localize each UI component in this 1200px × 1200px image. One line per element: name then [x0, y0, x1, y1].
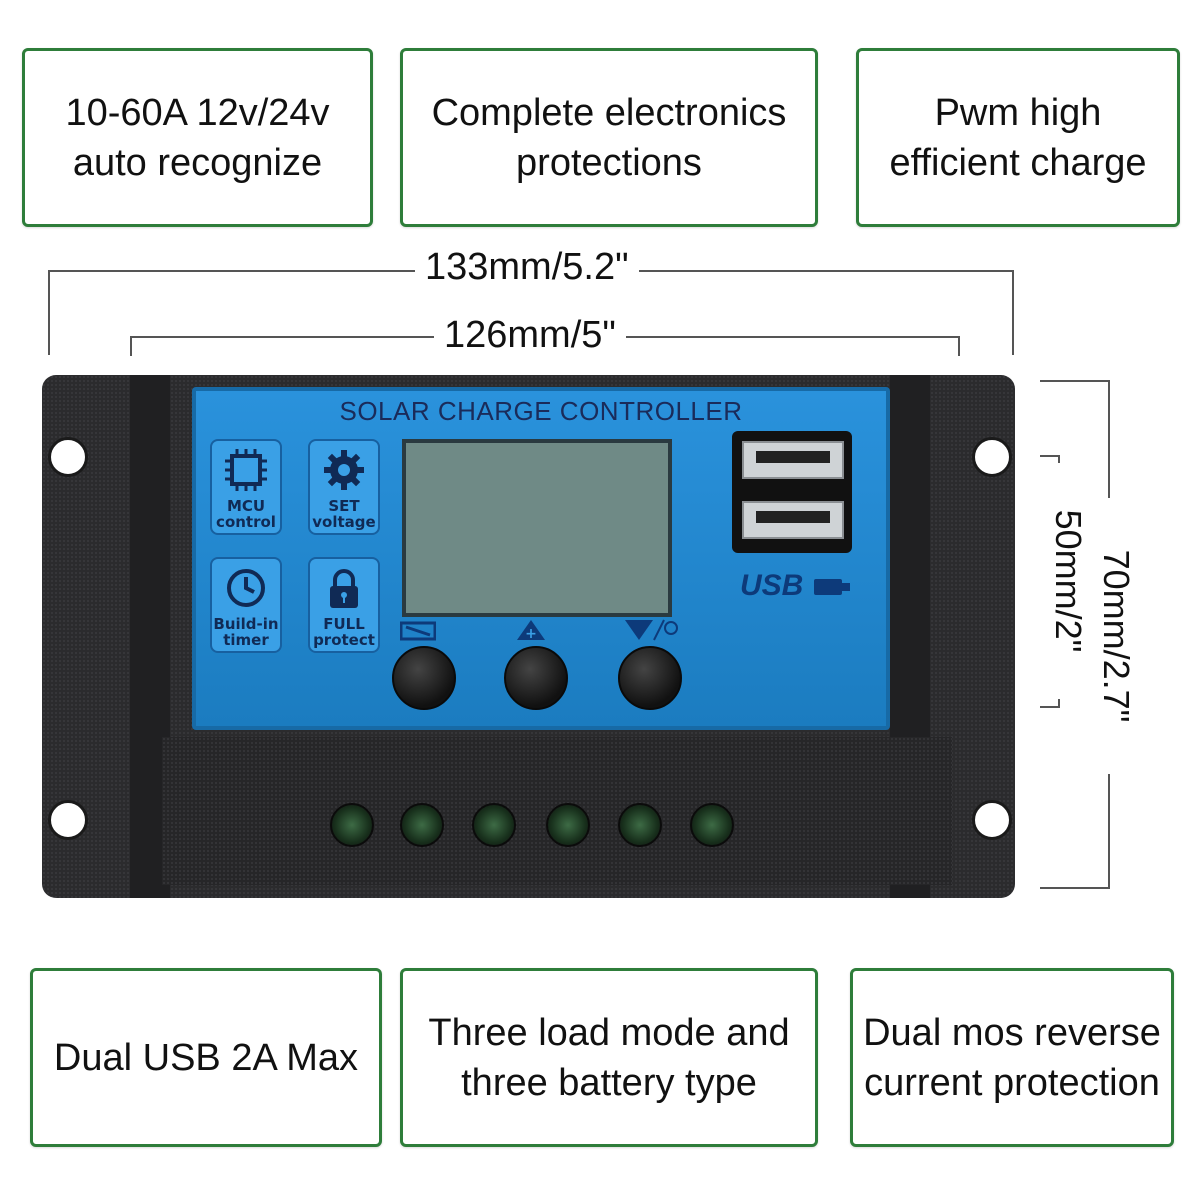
feature-text-line2: efficient charge — [889, 141, 1147, 184]
tile-label-line1: MCU — [226, 497, 266, 515]
feature-text-line1: Three load mode and — [428, 1011, 790, 1054]
terminal-screw — [618, 803, 662, 847]
tile-label-line1: SET — [328, 497, 360, 515]
usb-port-top[interactable] — [742, 441, 844, 479]
menu-glyph-icon — [399, 621, 437, 647]
plus-glyph-icon: + — [516, 619, 546, 647]
tile-full-protect: FULL protect — [308, 557, 380, 653]
mount-hole-bottom-left — [48, 800, 88, 840]
minus-button[interactable] — [618, 646, 682, 710]
feature-text-line1: Complete electronics — [431, 91, 787, 134]
feature-text-line2: protections — [516, 141, 702, 184]
feature-text-line2: three battery type — [461, 1061, 757, 1104]
terminal-screw — [400, 803, 444, 847]
plus-button[interactable] — [504, 646, 568, 710]
usb-port-bottom[interactable] — [742, 501, 844, 539]
charge-controller-device: SOLAR CHARGE CONTROLLER MCU control — [42, 375, 1015, 898]
usb-plug-icon — [813, 579, 850, 596]
feature-text-line1: Dual USB 2A Max — [53, 1036, 359, 1079]
feature-text-line1: Pwm high — [934, 91, 1102, 134]
terminal-strip — [162, 737, 952, 885]
mount-hole-top-right — [972, 437, 1012, 477]
tile-label-line1: FULL — [323, 615, 365, 633]
tile-label-line1: Build-in — [213, 615, 279, 633]
tile-label-line2: voltage — [312, 513, 376, 531]
mount-hole-bottom-right — [972, 800, 1012, 840]
terminal-screw — [690, 803, 734, 847]
feature-box-auto-recognize: 10-60A 12v/24v auto recognize — [22, 48, 373, 227]
usb-ports — [732, 431, 852, 553]
feature-text-line1: 10-60A 12v/24v — [65, 91, 330, 134]
panel-title: SOLAR CHARGE CONTROLLER — [339, 396, 743, 426]
tile-label-line2: control — [216, 513, 276, 531]
mount-hole-top-left — [48, 437, 88, 477]
lcd-display — [402, 439, 672, 617]
tile-set-voltage: SET voltage — [308, 439, 380, 535]
feature-box-protections: Complete electronics protections — [400, 48, 818, 227]
clock-icon — [223, 565, 269, 616]
tile-label-line2: protect — [313, 631, 375, 649]
terminal-screw — [472, 803, 516, 847]
chip-icon — [223, 447, 269, 498]
feature-text-line2: current protection — [864, 1061, 1160, 1104]
inner-height-label: 50mm/2" — [1047, 463, 1089, 699]
lock-icon — [321, 565, 367, 616]
tile-build-in-timer: Build-in timer — [210, 557, 282, 653]
terminal-screw — [546, 803, 590, 847]
tile-label-line2: timer — [223, 631, 269, 649]
feature-text-line2: auto recognize — [72, 141, 323, 184]
feature-box-reverse-protection: Dual mos reverse current protection — [850, 968, 1174, 1147]
feature-text-line1: Dual mos reverse — [863, 1011, 1161, 1054]
feature-box-pwm: Pwm high efficient charge — [856, 48, 1180, 227]
usb-logo: USB — [740, 569, 852, 603]
svg-text:+: + — [525, 626, 537, 641]
gear-icon — [321, 447, 367, 498]
outer-width-label: 133mm/5.2" — [415, 246, 639, 289]
menu-button[interactable] — [392, 646, 456, 710]
feature-box-dual-usb: Dual USB 2A Max — [30, 968, 382, 1147]
inner-width-label: 126mm/5" — [434, 314, 626, 357]
terminal-screw — [330, 803, 374, 847]
feature-box-load-mode: Three load mode and three battery type — [400, 968, 818, 1147]
minus-light-glyph-icon — [624, 619, 678, 647]
front-panel: SOLAR CHARGE CONTROLLER MCU control — [192, 387, 890, 730]
outer-height-label: 70mm/2.7" — [1095, 498, 1137, 774]
usb-logo-text: USB — [740, 569, 804, 602]
tile-mcu-control: MCU control — [210, 439, 282, 535]
